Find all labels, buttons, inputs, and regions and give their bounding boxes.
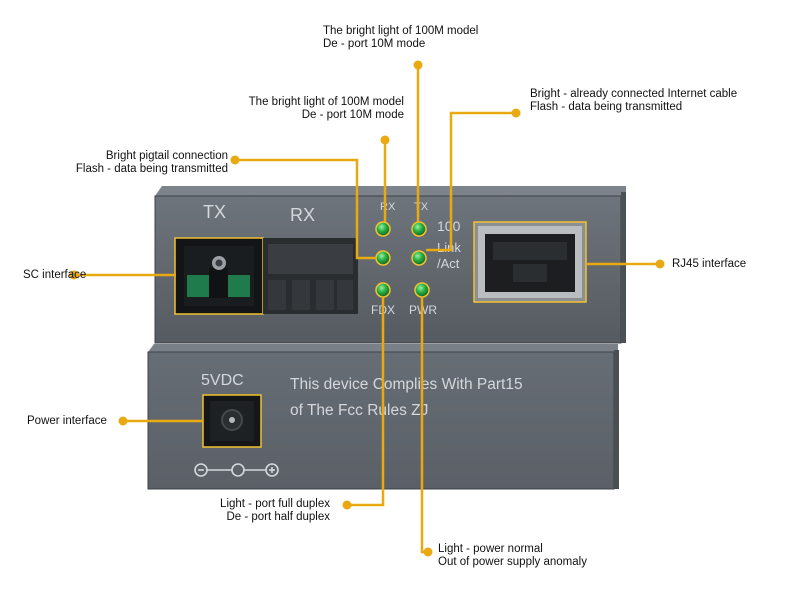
callout-top-left-line2: De - port 10M mode — [301, 109, 404, 121]
power-voltage-label: 5VDC — [201, 372, 244, 389]
led-label-link-act: Link /Act — [437, 240, 464, 271]
callout-pwr-line2: Out of power supply anomaly — [438, 556, 587, 568]
rx-port-label: RX — [290, 205, 315, 225]
callout-top-right: Bright - already connected Internet cabl… — [530, 88, 737, 114]
callout-pigtail-line1: Bright pigtail connection — [105, 150, 228, 162]
callout-top-center: The bright light of 100M model De - port… — [323, 25, 478, 51]
rj45-port[interactable] — [473, 221, 587, 303]
callout-pigtail: Bright pigtail connection Flash - data b… — [76, 150, 228, 176]
led-100m-right — [411, 221, 427, 237]
callout-top-center-line1: The bright light of 100M model — [323, 25, 479, 37]
led-label-tx: TX — [414, 201, 429, 213]
polarity-symbol — [194, 463, 279, 477]
callout-fdx-line2: De - port half duplex — [226, 511, 330, 523]
sc-interface-port[interactable] — [174, 237, 264, 315]
led-fdx — [375, 282, 391, 298]
callout-power-interface-text: Power interface — [27, 415, 107, 427]
power-jack[interactable] — [202, 394, 262, 448]
callout-top-center-line2: De - port 10M mode — [323, 38, 426, 50]
callout-fdx-line1: Light - port full duplex — [220, 498, 330, 510]
callout-fdx: Light - port full duplex De - port half … — [220, 498, 330, 524]
callout-top-right-line1: Bright - already connected Internet cabl… — [530, 88, 738, 100]
compliance-text: This device Complies With Part15 of The … — [290, 376, 527, 419]
callout-rj45-interface: RJ45 interface — [672, 258, 746, 271]
led-label-rx: RX — [380, 201, 396, 213]
callout-rj45-interface-text: RJ45 interface — [672, 258, 747, 270]
leader-dots — [69, 60, 665, 557]
callout-power-interface: Power interface — [27, 415, 107, 428]
led-rx-pigtail — [375, 250, 391, 266]
callout-top-left: The bright light of 100M model De - port… — [249, 96, 404, 122]
led-100m-left — [375, 221, 391, 237]
callout-sc-interface: SC interface — [23, 269, 86, 282]
callout-top-left-line1: The bright light of 100M model — [248, 96, 404, 108]
callout-pwr-line1: Light - power normal — [438, 543, 543, 555]
led-label-100: 100 — [437, 218, 461, 234]
rx-sc-port[interactable] — [263, 238, 358, 314]
led-pwr — [414, 282, 430, 298]
callout-sc-interface-text: SC interface — [23, 269, 87, 281]
callout-pwr: Light - power normal Out of power supply… — [438, 543, 587, 569]
tx-port-label: TX — [203, 202, 226, 222]
callout-pigtail-line2: Flash - data being transmitted — [75, 163, 228, 175]
led-link-act — [411, 250, 427, 266]
callout-top-right-line2: Flash - data being transmitted — [530, 101, 683, 113]
